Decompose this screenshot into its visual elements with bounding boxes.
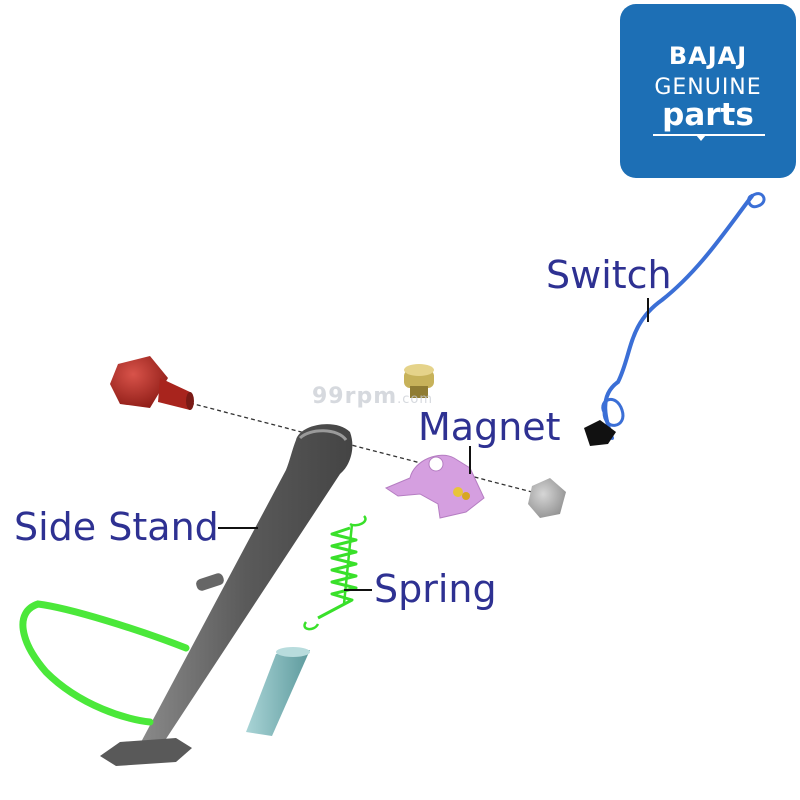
logo-parts: parts — [662, 97, 754, 133]
assembly-axis-line — [189, 402, 533, 493]
magnet-bracket-part — [384, 454, 485, 519]
watermark-main: 99rpm — [312, 384, 398, 409]
sleeve-part — [246, 647, 310, 736]
side-stand-part — [19, 424, 353, 766]
watermark-suffix: .com — [397, 392, 434, 407]
screw-part — [404, 364, 434, 398]
bolt-part — [110, 356, 194, 410]
logo-arrow-icon — [696, 135, 706, 141]
logo-genuine: GENUINE — [654, 75, 762, 100]
logo-underline — [653, 134, 765, 136]
nut-part — [528, 478, 566, 518]
watermark: 99rpm.com — [312, 384, 433, 409]
label-side-stand: Side Stand — [14, 505, 219, 549]
label-spring: Spring — [374, 567, 497, 611]
bajaj-genuine-parts-logo: BAJAJ GENUINE parts — [620, 4, 796, 178]
logo-brand: BAJAJ — [668, 42, 748, 70]
label-magnet: Magnet — [418, 405, 561, 449]
label-switch: Switch — [546, 253, 672, 297]
spring-part — [303, 515, 367, 631]
switch-part — [584, 192, 766, 446]
